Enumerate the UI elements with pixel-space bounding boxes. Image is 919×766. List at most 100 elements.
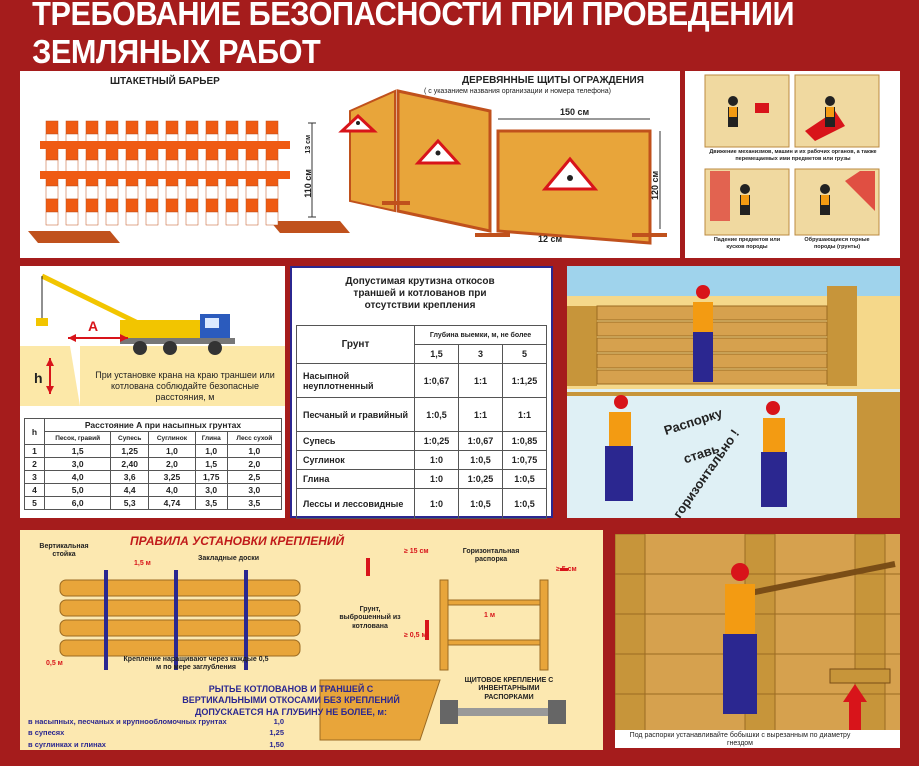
hazard-caption-right: Обрушающиеся горные породы (грунты): [804, 237, 870, 250]
soil-label: в насыпных, песчаных и крупнообломочных …: [28, 717, 227, 726]
table-cell: 4,0: [43, 470, 112, 484]
table-cell: 4: [24, 483, 45, 497]
picket-segment: [165, 120, 179, 135]
picket-segment: [205, 211, 219, 226]
slope-depth-header: Глубина выемки, м, не более: [414, 325, 547, 345]
picket-segment: [105, 120, 119, 135]
table-cell: 3,6: [110, 470, 150, 484]
table-cell: 1:0: [414, 469, 459, 489]
planks-label: Закладные доски: [198, 555, 260, 562]
picket-segment: [185, 211, 199, 226]
picket-segment: [65, 185, 79, 200]
table-cell: 1,5: [194, 457, 228, 471]
picket-segment: [145, 120, 159, 135]
over-15-label: ≥ 15 см: [404, 548, 429, 555]
table-cell: 1,0: [148, 444, 196, 458]
crane-h-label: h: [34, 370, 43, 386]
table-cell: 3,5: [194, 496, 228, 510]
table-cell: 5,3: [110, 496, 150, 510]
table-cell: 2,40: [110, 457, 150, 471]
table-cell: 1:0,67: [458, 431, 503, 451]
picket-segment: [165, 198, 179, 213]
distance-col-header: Песок, гравий: [43, 431, 112, 445]
table-cell: 1: [24, 444, 45, 458]
crane-illustration: [20, 273, 285, 406]
picket-segment: [65, 211, 79, 226]
table-cell: 1:0: [414, 450, 459, 470]
worker-right: [761, 401, 787, 507]
picket-segment: [65, 120, 79, 135]
one-m-label: 1 м: [484, 612, 496, 619]
width-150-label: 150 см: [560, 107, 590, 117]
distance-col-header: Глина: [194, 431, 228, 445]
soil-depth-list: в насыпных, песчаных и крупнообломочных …: [28, 716, 284, 750]
picket-segment: [105, 198, 119, 213]
soil-label: в суглинках и глинах: [28, 739, 106, 749]
table-cell: 3,0: [194, 483, 228, 497]
barrier-illustration: [28, 89, 667, 245]
strut-illustration: [567, 266, 900, 518]
rules-illustration: [59, 558, 568, 741]
table-cell: Песчаный и гравийный: [296, 397, 415, 432]
spacing-label: 1,5 м: [134, 560, 151, 567]
table-cell: 1,75: [194, 470, 228, 484]
table-cell: Лессы и лессовидные: [296, 488, 415, 519]
worker-illustration: [615, 534, 900, 748]
picket-segment: [225, 198, 239, 213]
picket-segment: [45, 198, 59, 213]
height-13-label: 13 см: [305, 134, 313, 154]
table-cell: 1:0,5: [502, 488, 547, 519]
distance-table: h Расстояние А при насыпных грунтах Песо…: [24, 418, 283, 510]
worker-top: [693, 285, 713, 382]
table-cell: Насыпной неуплотненный: [296, 363, 415, 398]
picket-segment: [85, 185, 99, 200]
table-cell: 1:0,67: [414, 363, 459, 398]
gap-12-label: 12 см: [538, 234, 563, 244]
vertical-slope-warning: РЫТЬЕ КОТЛОВАНОВ И ТРАНШЕЙ С ВЕРТИКАЛЬНЫ…: [182, 684, 400, 717]
table-cell: Суглинок: [296, 450, 415, 470]
soil-value: 1,0: [273, 717, 284, 726]
depth-05-label: 0,5 м: [46, 660, 63, 667]
slope-depth-col: 1,5: [414, 344, 459, 364]
soil-dump-label: Грунт, выброшенный из котлована: [339, 606, 401, 630]
picket-segment: [185, 120, 199, 135]
table-cell: 2: [24, 457, 45, 471]
picket-segment: [225, 185, 239, 200]
picket-segment: [45, 120, 59, 135]
soil-label: в супесях: [28, 728, 65, 738]
picket-segment: [165, 211, 179, 226]
table-cell: 3,25: [148, 470, 196, 484]
table-cell: 1:1,25: [502, 363, 547, 398]
table-cell: 1:0,25: [458, 469, 503, 489]
picket-segment: [125, 211, 139, 226]
picket-segment: [65, 198, 79, 213]
table-cell: 1:0,5: [458, 450, 503, 470]
table-cell: 2,5: [226, 470, 283, 484]
table-cell: 2,0: [226, 457, 283, 471]
table-cell: 1:1: [458, 363, 503, 398]
table-cell: 1:0: [414, 488, 459, 519]
picket-segment: [265, 198, 279, 213]
distance-col-header: Супесь: [110, 431, 150, 445]
picket-rail: [40, 171, 290, 179]
vertical-post-label: Вертикальная стойка: [39, 543, 89, 559]
picket-segment: [245, 211, 259, 226]
table-cell: 5,0: [43, 483, 112, 497]
picket-segment: [125, 198, 139, 213]
slope-soil-header: Грунт: [296, 325, 415, 364]
picket-segment: [85, 120, 99, 135]
table-cell: 5: [24, 496, 45, 510]
table-cell: 1,25: [110, 444, 150, 458]
table-cell: 1:0,75: [502, 450, 547, 470]
picket-segment: [85, 198, 99, 213]
table-cell: 1:0,25: [414, 431, 459, 451]
table-cell: 4,74: [148, 496, 196, 510]
picket-segment: [125, 120, 139, 135]
table-cell: 6,0: [43, 496, 112, 510]
crane-caption: При установке крана на краю траншеи или …: [95, 370, 275, 402]
